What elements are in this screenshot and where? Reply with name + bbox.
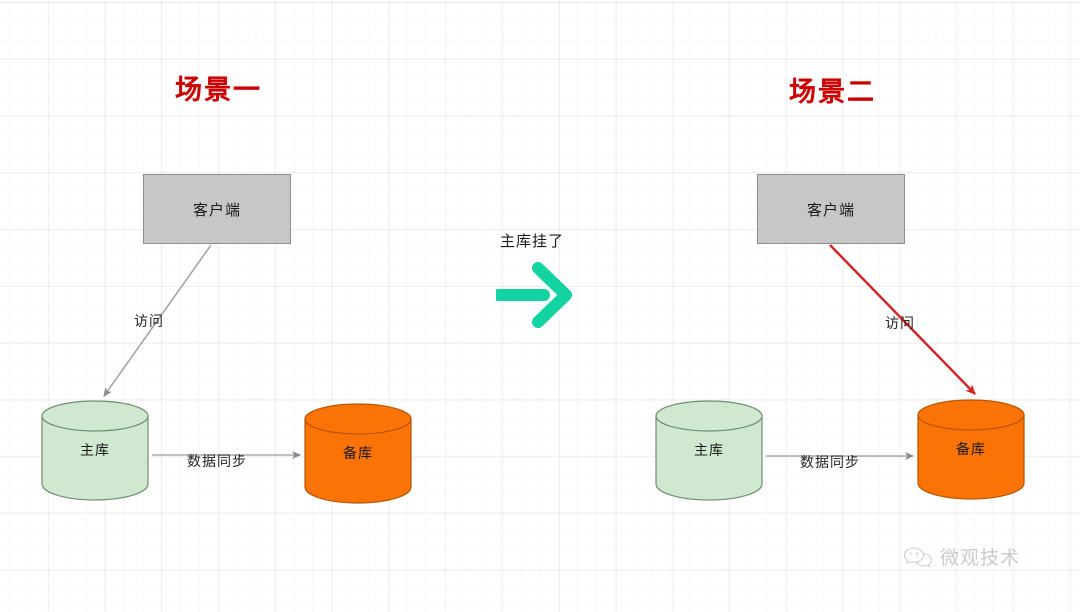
scene-1-client-label: 客户端 [192, 201, 241, 219]
scene-2-master-db-node[interactable]: 主库 [654, 400, 764, 501]
scene-1-client-node[interactable]: 客户端 [143, 174, 291, 244]
scene-2-sync-label: 数据同步 [800, 454, 860, 470]
database-cylinder-icon [655, 400, 763, 501]
database-cylinder-icon [917, 399, 1025, 500]
wechat-icon [903, 546, 933, 568]
watermark: 微观技术 [903, 543, 1020, 570]
scene-1-title: 场景一 [175, 75, 262, 105]
scene-2-backup-db-node[interactable]: 备库 [916, 399, 1026, 500]
watermark-text: 微观技术 [940, 548, 1021, 569]
scene-1-backup-db-node[interactable]: 备库 [303, 403, 413, 504]
scene-2-client-label: 客户端 [806, 201, 855, 219]
scene-2-access-label: 访问 [885, 315, 915, 331]
database-cylinder-icon [41, 400, 149, 501]
scene-2-title: 场景二 [789, 77, 876, 107]
scene-2-client-node[interactable]: 客户端 [757, 174, 905, 244]
database-cylinder-icon [304, 403, 412, 504]
scene-1-access-label: 访问 [134, 313, 164, 329]
scene-1-sync-label: 数据同步 [187, 453, 247, 469]
scene-1-master-db-node[interactable]: 主库 [40, 400, 150, 501]
right-arrow-icon [496, 262, 572, 328]
transition-label: 主库挂了 [500, 233, 565, 250]
